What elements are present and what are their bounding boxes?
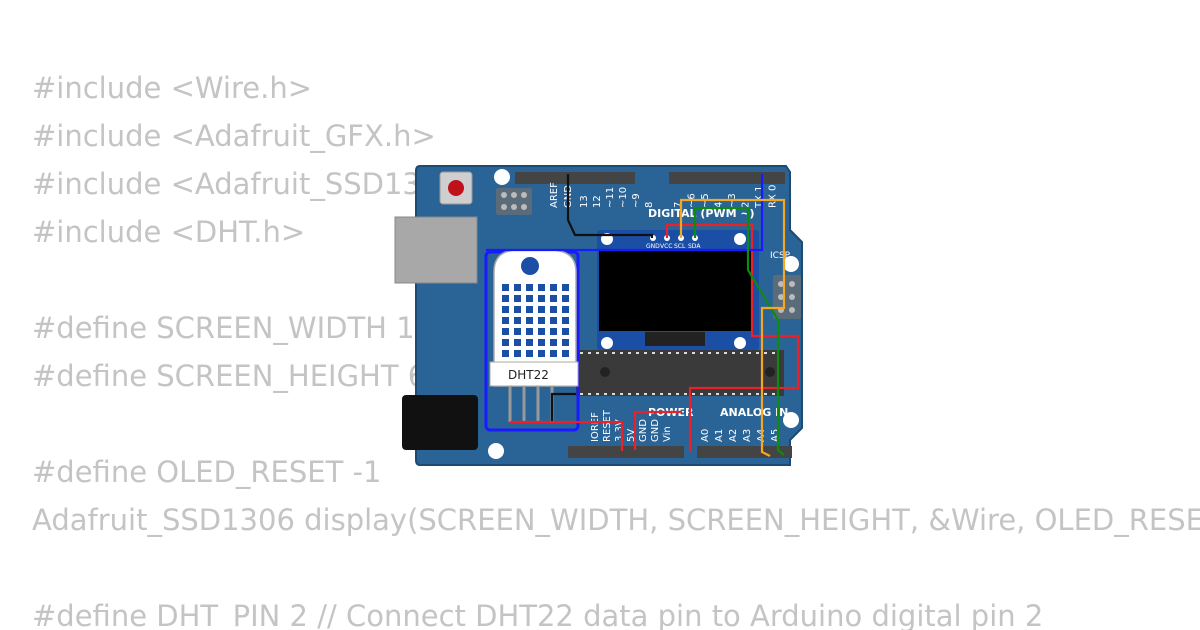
analog-pin-label: A5 <box>770 429 781 442</box>
digital-header-label: DIGITAL (PWM ~) <box>648 207 755 220</box>
power-pin-label: 3.3V <box>614 419 625 442</box>
power-pin-label: RESET <box>602 409 613 442</box>
code-line[interactable]: #define OLED_RESET -1 <box>32 455 382 489</box>
reset-button[interactable] <box>439 171 473 205</box>
mount-hole <box>494 169 510 185</box>
digital-pin-label: 13 <box>579 195 590 208</box>
code-line[interactable]: #define DHT_PIN 2 // Connect DHT22 data … <box>32 599 1044 630</box>
digital-pin-label: 7 <box>673 202 684 208</box>
analog-pin-label: A0 <box>700 429 711 442</box>
usb-port <box>394 216 478 284</box>
power-jack <box>402 395 478 450</box>
code-line[interactable]: #include <Adafruit_GFX.h> <box>32 119 436 153</box>
oled-pin-label: GND <box>646 243 660 250</box>
wire-orange-scl[interactable] <box>679 198 786 457</box>
aref-pin-label: AREF <box>549 182 560 208</box>
digital-pin-label: 4 <box>714 202 725 208</box>
power-pin-label: 5V <box>626 429 637 442</box>
mount-hole <box>488 443 504 459</box>
wire-red-dht-power[interactable] <box>633 410 682 450</box>
dht22-label: DHT22 <box>508 368 549 382</box>
digital-pin-label: 2 <box>741 202 752 208</box>
oled-pin-label: SDA <box>688 243 701 250</box>
code-line[interactable]: #define SCREEN_WIDTH 128 <box>32 311 452 345</box>
code-line[interactable]: #include <DHT.h> <box>32 215 306 249</box>
icsp-header-top <box>496 188 532 215</box>
power-pin-label: GND <box>638 419 649 442</box>
digital-pin-label: RX 0 <box>768 185 779 208</box>
oled-screen <box>599 251 751 331</box>
power-analog-headers[interactable] <box>568 446 792 458</box>
power-pin-label: IOREF <box>590 412 601 442</box>
digital-pin-label: ~9 <box>631 193 642 208</box>
atmega-chip <box>576 350 784 396</box>
analog-pin-label: A1 <box>714 429 725 442</box>
analog-pin-label: A2 <box>728 429 739 442</box>
mount-hole <box>783 256 799 272</box>
digital-pin-label: 12 <box>592 195 603 208</box>
power-pin-label: GND <box>650 419 661 442</box>
digital-header[interactable] <box>515 172 785 184</box>
oled-pin-label: SCL <box>674 243 686 250</box>
digital-pin-label: TX 1 <box>754 186 765 210</box>
oled-pin-label: VCC <box>660 243 672 250</box>
wire-black-gnd[interactable] <box>550 174 654 422</box>
icsp-label: ICSP <box>770 251 791 261</box>
code-line[interactable] <box>32 544 1200 592</box>
digital-pin-label: ~10 <box>618 187 629 208</box>
code-line[interactable]: #include <Wire.h> <box>32 71 313 105</box>
digital-pin-label: ~11 <box>605 187 616 208</box>
analog-header-label: ANALOG IN <box>720 406 788 419</box>
dht22-sensor[interactable]: DHT22 <box>484 249 580 432</box>
digital-pin-label: 8 <box>644 202 655 208</box>
wire-green-sda[interactable] <box>693 206 785 456</box>
analog-pin-label: A3 <box>742 429 753 442</box>
code-line[interactable]: Adafruit_SSD1306 display(SCREEN_WIDTH, S… <box>32 503 1200 537</box>
power-pin-label: Vin <box>662 426 673 442</box>
mount-hole <box>783 412 799 428</box>
icsp-header-right <box>773 275 801 319</box>
